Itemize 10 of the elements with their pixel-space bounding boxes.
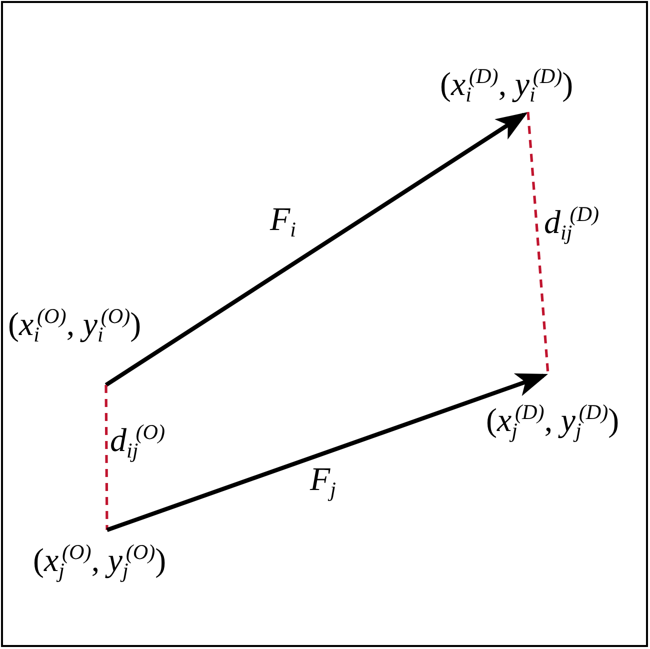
- arrow: [106, 373, 548, 532]
- edge-label: F$_{i}$: [270, 201, 296, 244]
- coordinate-label: (x$_{i}$$^{(O)}$, y$_{i}$$^{(O)}$): [8, 306, 142, 350]
- arrow: [104, 112, 528, 387]
- dashed-line: [104, 385, 108, 530]
- coordinate-label: (x$_{i}$$^{(D)}$, y$_{i}$$^{(D)}$): [440, 66, 574, 110]
- dashed-line: [526, 112, 550, 374]
- edge-label: F$_{j}$: [310, 461, 336, 504]
- coordinate-label: (x$_{j}$$^{(O)}$, y$_{j}$$^{(O)}$): [33, 542, 166, 586]
- coordinate-label: (x$_{j}$$^{(D)}$, y$_{j}$$^{(D)}$): [486, 402, 620, 446]
